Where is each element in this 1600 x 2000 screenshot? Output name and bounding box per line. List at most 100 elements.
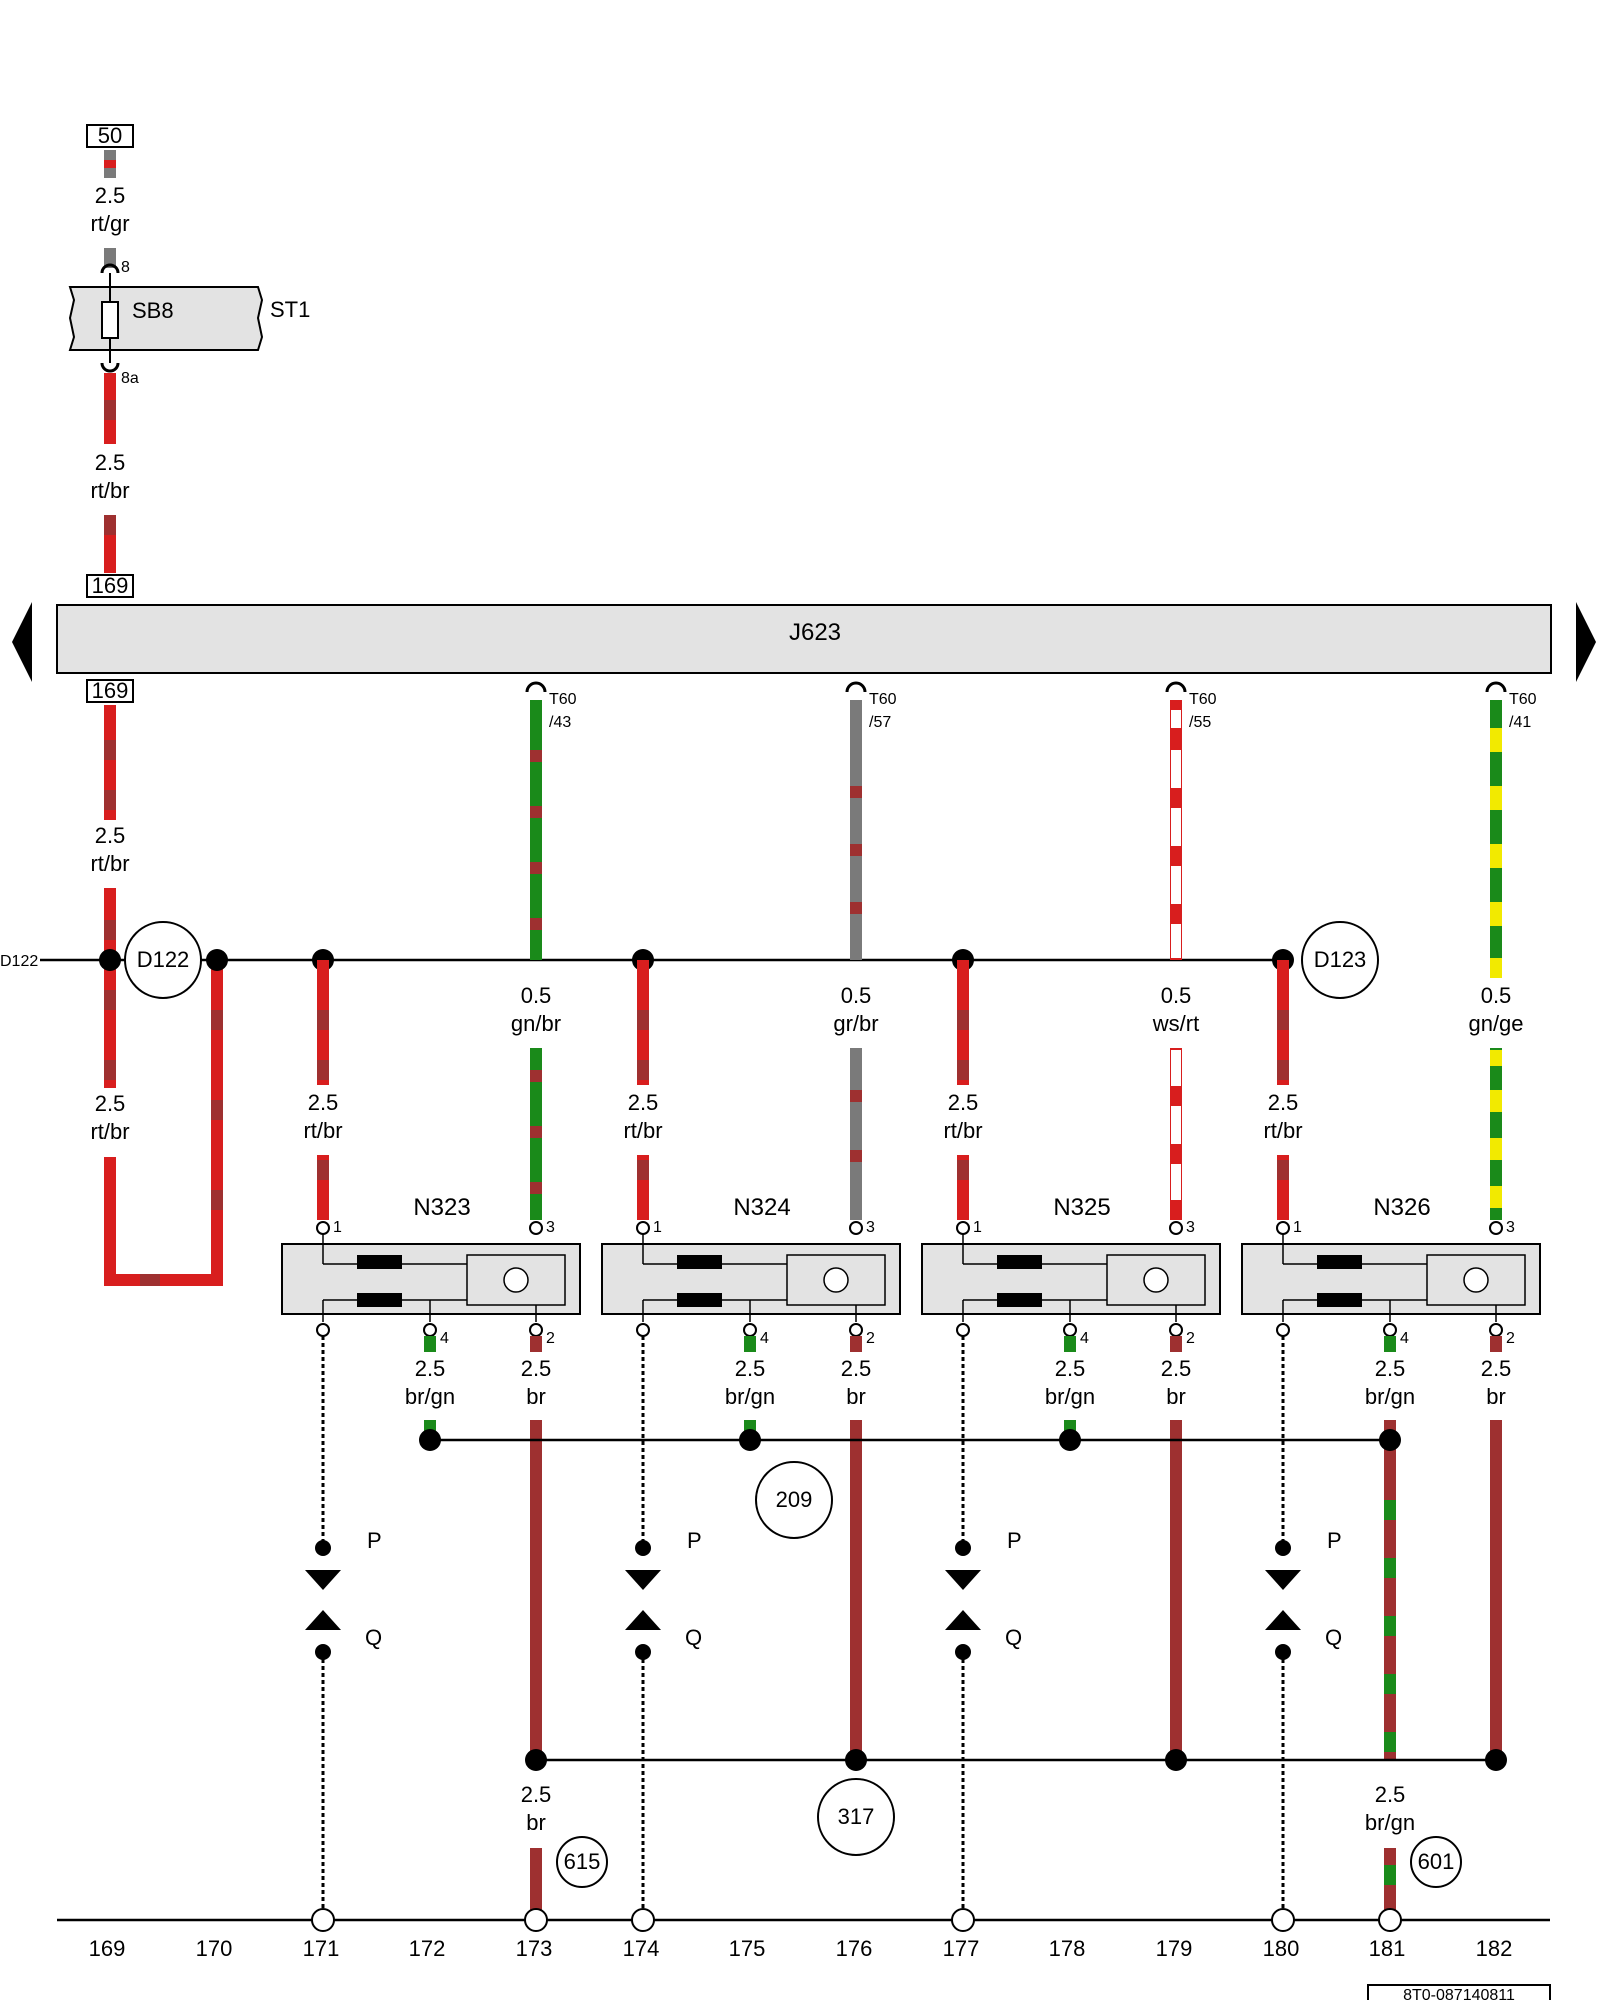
svg-text:2.5: 2.5 [1055, 1356, 1086, 1381]
fuse-carrier-label: ST1 [270, 297, 310, 322]
ground-node-601 [1410, 1836, 1462, 1888]
svg-text:br/gn: br/gn [405, 1384, 455, 1409]
node-d123-circle [1301, 921, 1379, 999]
svg-text:169: 169 [89, 1936, 126, 1961]
connector-q-icon [625, 1610, 661, 1630]
transistor-icon [823, 1267, 849, 1293]
svg-text:0.5: 0.5 [1481, 983, 1512, 1008]
coil-icon [677, 1255, 722, 1269]
svg-text:br/gn: br/gn [1365, 1810, 1415, 1835]
injector-column-4: 2.5 rt/br T60 /41 0.5 gn/ge N326 1 3 [1241, 681, 1541, 1920]
connector-q-icon [305, 1610, 341, 1630]
ground-node-317 [817, 1778, 895, 1856]
svg-text:P: P [687, 1528, 702, 1553]
injector-column-1: 2.5 rt/br T60 /43 0.5 gn/br N323 1 3 [281, 681, 581, 1920]
node-d122-circle [124, 921, 202, 999]
svg-text:br/gn: br/gn [1365, 1384, 1415, 1409]
injector-column-3: 2.5 rt/br T60 /55 0.5 ws/rt N325 1 3 [921, 681, 1221, 1920]
svg-text:180: 180 [1263, 1936, 1300, 1961]
svg-text:br: br [526, 1810, 546, 1835]
node-d123-label: D123 [1314, 947, 1367, 972]
svg-text:gn/ge: gn/ge [1468, 1011, 1523, 1036]
conn-1-pin: /43 [549, 714, 571, 731]
connector-t60-41-icon [1485, 681, 1507, 693]
connector-p-icon [945, 1570, 981, 1590]
svg-text:Q: Q [365, 1625, 382, 1650]
svg-text:T60: T60 [1189, 691, 1217, 708]
svg-text:br: br [846, 1384, 866, 1409]
transistor-icon [1143, 1267, 1169, 1293]
coil-icon [357, 1255, 402, 1269]
svg-text:gr/br: gr/br [833, 1011, 878, 1036]
ground-node-209 [755, 1461, 833, 1539]
supply-color-1: rt/br [303, 1118, 342, 1143]
connector-p-icon [625, 1570, 661, 1590]
fuse-pin-8-icon [100, 263, 120, 274]
svg-text:Q: Q [1325, 1625, 1342, 1650]
svg-text:2.5: 2.5 [521, 1782, 552, 1807]
wire-rt-gr-color: rt/gr [90, 211, 129, 236]
svg-text:/57: /57 [869, 714, 891, 731]
connector-t60-55-icon [1165, 681, 1187, 693]
wire-rt-br-loop-color: rt/br [90, 1119, 129, 1144]
ground-node-615 [556, 1836, 608, 1888]
svg-text:2.5: 2.5 [521, 1356, 552, 1381]
control-unit-label: J623 [789, 619, 841, 646]
svg-text:P: P [1327, 1528, 1342, 1553]
coil-icon [1317, 1255, 1362, 1269]
svg-text:2.5: 2.5 [948, 1090, 979, 1115]
doc-number-box [1367, 1984, 1551, 2000]
svg-text:178: 178 [1049, 1936, 1086, 1961]
terminal-50-label: 50 [98, 123, 122, 148]
coil-icon [997, 1255, 1042, 1269]
wire-rt-br-loop-gauge: 2.5 [95, 1091, 126, 1116]
fuse-pin-8a-icon [100, 362, 120, 373]
bus-splice-a [99, 949, 121, 971]
arrow-left-icon [12, 602, 32, 682]
connector-q-icon [1265, 1610, 1301, 1630]
connector-p-icon [305, 1570, 341, 1590]
svg-text:3: 3 [1186, 1219, 1195, 1236]
svg-text:rt/br: rt/br [943, 1118, 982, 1143]
supply-gauge-1: 2.5 [308, 1090, 339, 1115]
terminal-50-box [86, 124, 134, 148]
svg-text:P: P [1007, 1528, 1022, 1553]
svg-text:2.5: 2.5 [415, 1356, 446, 1381]
svg-text:209: 209 [776, 1487, 813, 1512]
injector-name-2: N324 [733, 1194, 790, 1221]
svg-text:4: 4 [1080, 1330, 1089, 1347]
svg-text:174: 174 [623, 1936, 660, 1961]
svg-text:T60: T60 [1509, 691, 1537, 708]
bus-splice-b [206, 949, 228, 971]
svg-text:615: 615 [564, 1849, 601, 1874]
fuse-sb8-icon [101, 301, 119, 339]
svg-text:2.5: 2.5 [1375, 1782, 1406, 1807]
fuse-label: SB8 [132, 298, 174, 323]
svg-text:4: 4 [1400, 1330, 1409, 1347]
svg-text:2.5: 2.5 [1268, 1090, 1299, 1115]
fuse-pin-in-label: 8 [121, 259, 130, 276]
svg-text:2: 2 [1186, 1330, 1195, 1347]
svg-text:2.5: 2.5 [735, 1356, 766, 1381]
transistor-icon [1463, 1267, 1489, 1293]
injector-name-4: N326 [1373, 1194, 1430, 1221]
svg-text:/55: /55 [1189, 714, 1211, 731]
svg-text:rt/br: rt/br [623, 1118, 662, 1143]
axis-labels: 169 170 171 172 173 174 175 176 177 178 … [89, 1936, 1513, 1961]
wire-rt-br-top-color: rt/br [90, 478, 129, 503]
svg-text:Q: Q [1005, 1625, 1022, 1650]
svg-text:2: 2 [546, 1330, 555, 1347]
svg-text:170: 170 [196, 1936, 233, 1961]
conn-1-color: gn/br [511, 1011, 561, 1036]
connector-t60-57-icon [845, 681, 867, 693]
svg-text:2: 2 [1506, 1330, 1515, 1347]
svg-text:0.5: 0.5 [1161, 983, 1192, 1008]
svg-text:2.5: 2.5 [628, 1090, 659, 1115]
svg-text:3: 3 [866, 1219, 875, 1236]
svg-text:1: 1 [333, 1219, 342, 1236]
svg-text:172: 172 [409, 1936, 446, 1961]
svg-text:0.5: 0.5 [841, 983, 872, 1008]
connector-p-icon [1265, 1570, 1301, 1590]
svg-text:1: 1 [973, 1219, 982, 1236]
